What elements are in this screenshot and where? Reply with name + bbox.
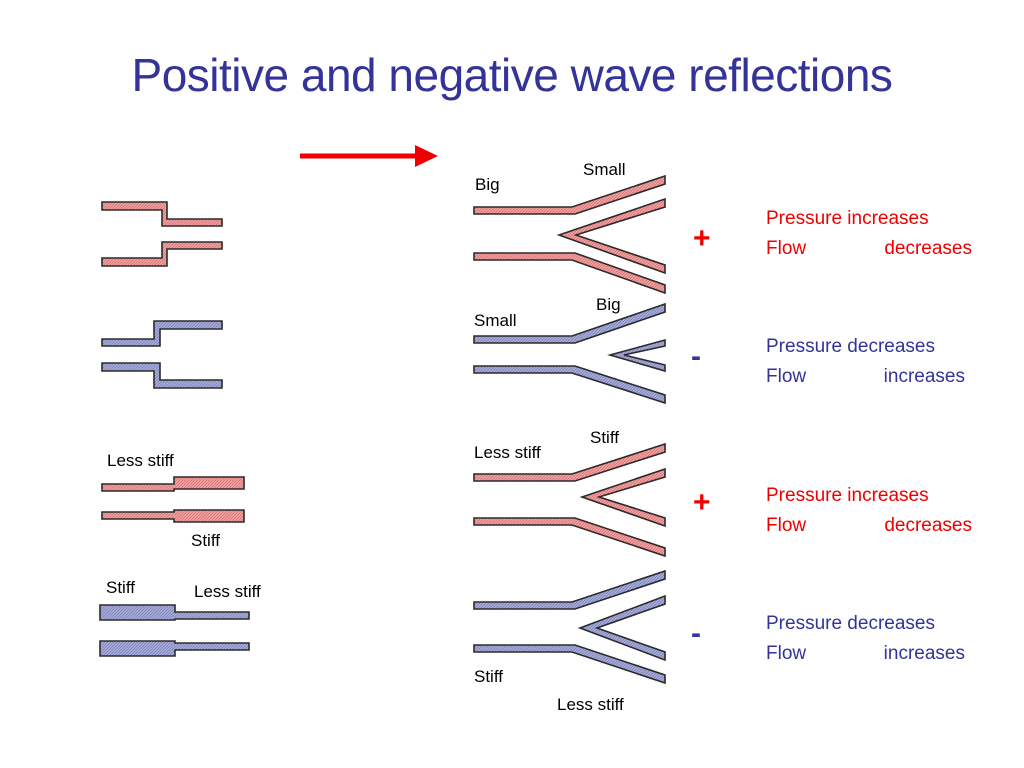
junction-small-to-big [473,302,666,405]
junction4-flow-word: Flow [766,643,806,664]
junction2-flow-word: Flow [766,366,806,387]
junction3-pressure: Pressure increases [766,485,929,506]
label-less-stiff-bottom: Less stiff [194,582,261,601]
junction3-flow-change: decreases [884,515,972,536]
junction4-flow-change: increases [884,643,965,664]
junction2-flow-change: increases [884,366,965,387]
junction4-sign: - [691,617,701,650]
junction-stiff-to-less-stiff [473,569,666,685]
junction2-pressure: Pressure decreases [766,336,935,357]
junction1-pressure: Pressure increases [766,208,929,229]
junction1-label-a: Big [475,175,500,194]
junction1-flow-change: decreases [884,238,972,259]
junction2-label-a: Small [474,311,517,330]
junction4-label-a: Stiff [474,667,503,686]
label-stiff-top: Stiff [191,531,220,550]
junction3-flow-word: Flow [766,515,806,536]
label-less-stiff-top: Less stiff [107,451,174,470]
junction2-label-b: Big [596,295,621,314]
junction3-label-a: Less stiff [474,443,541,462]
junction1-label-b: Small [583,160,626,179]
widening-tube-blue [101,320,223,389]
stiffness-tube-red [101,476,245,523]
junction3-label-b: Stiff [590,428,619,447]
junction3-sign: + [693,486,711,519]
slide-title: Positive and negative wave reflections [131,49,893,101]
label-stiff-bottom: Stiff [106,578,135,597]
junction2-sign: - [691,340,701,373]
junction1-sign: + [693,222,711,255]
stiffness-tube-blue [99,604,250,657]
direction-arrow [300,145,438,167]
junction1-flow-word: Flow [766,238,806,259]
junction4-pressure: Pressure decreases [766,613,935,634]
junction-big-to-small [473,174,666,295]
junction-less-stiff-to-stiff [473,442,666,558]
narrowing-tube-red [101,201,223,267]
junction4-label-b: Less stiff [557,695,624,714]
